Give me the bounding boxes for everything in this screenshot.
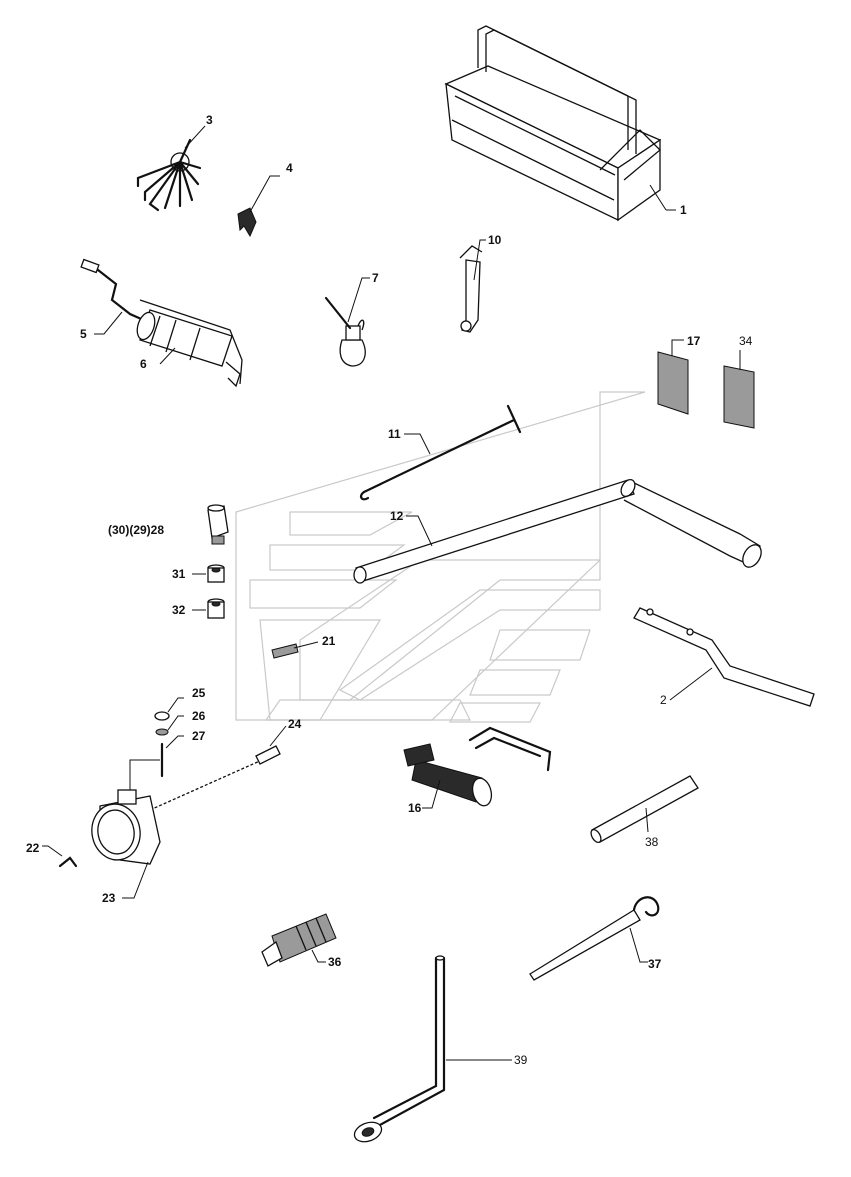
callout-4: 4 [286, 161, 293, 175]
part-27-bolt [160, 735, 184, 778]
part-2-strap-bar [633, 607, 815, 707]
part-24-spring-cable [149, 725, 287, 811]
callout-2: 2 [660, 693, 667, 707]
callout-5: 5 [80, 327, 87, 341]
part-11-t-handle-rod [359, 404, 522, 501]
callout-22: 22 [26, 841, 40, 855]
part-4-clip [237, 175, 280, 238]
callout-10: 10 [488, 233, 502, 247]
callout-38: 38 [645, 835, 659, 849]
callout-3: 3 [206, 113, 213, 127]
part-5-grease-hose [80, 258, 150, 335]
part-25-screw [154, 697, 184, 721]
part-31-socket [192, 564, 225, 583]
part-34-decal [723, 350, 755, 429]
part-26-washer [155, 715, 184, 736]
callout-1: 1 [680, 203, 687, 217]
callout-24: 24 [288, 717, 302, 731]
part-38-tube [590, 775, 699, 844]
callout-16: 16 [408, 801, 422, 815]
part-39-socket-wrench [353, 955, 512, 1143]
callout-12: 12 [390, 509, 404, 523]
callout-28: (30)(29)28 [108, 523, 165, 537]
part-32-socket [192, 598, 225, 619]
part-23-work-lamp [91, 759, 161, 899]
callout-17: 17 [687, 334, 701, 348]
callout-11: 11 [388, 427, 401, 441]
callout-6: 6 [140, 357, 147, 371]
callout-34: 34 [739, 334, 753, 348]
part-bracket [468, 726, 552, 772]
callout-26: 26 [192, 709, 206, 723]
part-7-oil-can [324, 277, 370, 367]
watermark-logo [235, 391, 646, 723]
part-21-pin [271, 641, 319, 659]
part-36-cylinder-tool [261, 913, 337, 967]
part-22-clip [42, 845, 78, 868]
part-10-wrench [459, 239, 486, 333]
part-1-toolbox [444, 25, 676, 222]
part-6-grease-gun [136, 299, 243, 388]
callout-27: 27 [192, 729, 206, 743]
callout-25: 25 [192, 686, 206, 700]
callout-37: 37 [648, 957, 662, 971]
part-37-hook-wrench [529, 896, 660, 981]
callout-21: 21 [322, 634, 336, 648]
callout-36: 36 [328, 955, 342, 969]
callout-23: 23 [102, 891, 116, 905]
part-12-lever-bar [353, 478, 762, 584]
part-28-socket [207, 504, 229, 545]
callout-31: 31 [172, 567, 186, 581]
callout-39: 39 [514, 1053, 528, 1067]
callout-32: 32 [172, 603, 186, 617]
callout-7: 7 [372, 271, 379, 285]
part-3-hex-key-set [136, 125, 206, 212]
part-17-decal [657, 339, 689, 415]
part-16-extinguisher [403, 743, 493, 809]
